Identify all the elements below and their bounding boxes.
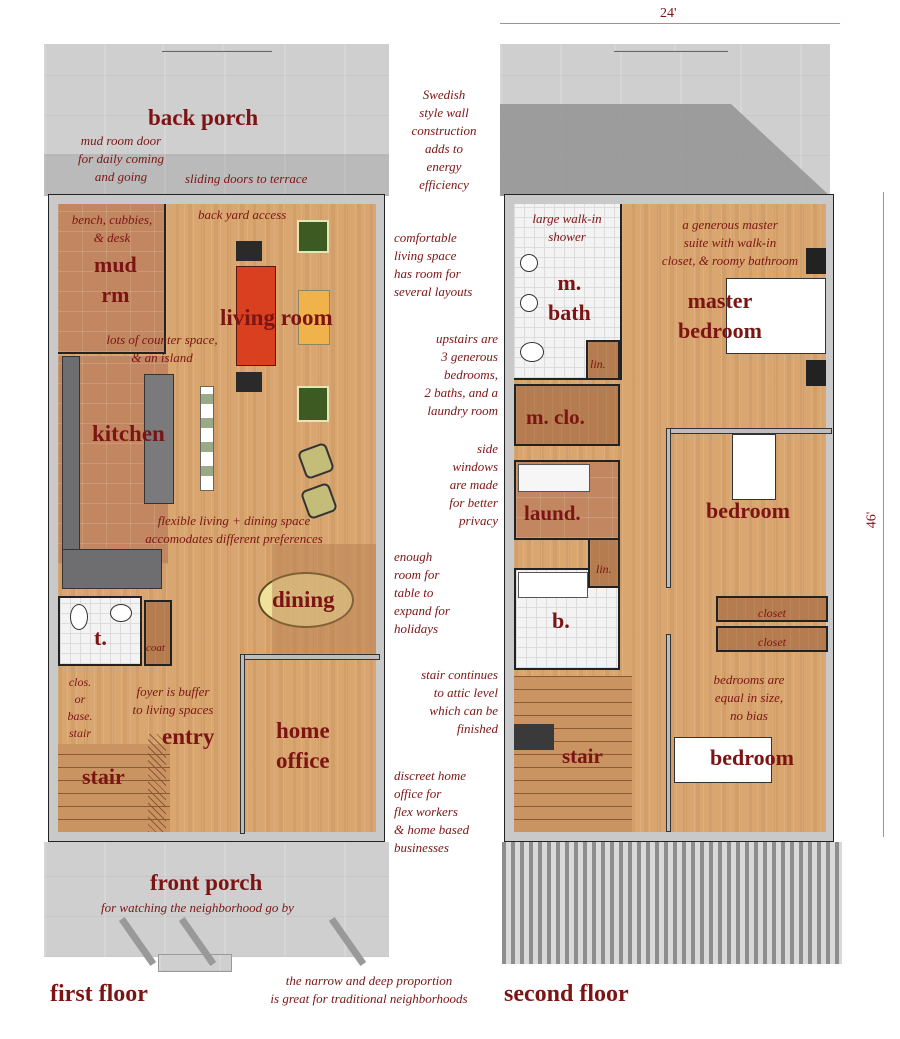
sink-fixture [110, 604, 132, 622]
kitchen-counter-bottom [62, 549, 162, 589]
back-yard-note: back yard access [198, 207, 287, 222]
stair-label-second: stair [562, 744, 603, 768]
enough-room-note: enough room for table to expand for holi… [394, 549, 450, 636]
toilet-label: t. [94, 625, 107, 650]
front-porch-label: front porch [150, 870, 263, 895]
back-porch-label: back porch [148, 105, 259, 130]
width-dimension-line [500, 23, 840, 24]
ottoman [298, 290, 330, 345]
master-bath-toilet [520, 342, 544, 362]
end-table-bottom [236, 372, 262, 392]
back-porch-step [162, 44, 272, 52]
master-bath-label: m. bath [548, 270, 591, 325]
laundry-label: laund. [524, 501, 581, 525]
kitchen-island [144, 374, 174, 504]
armchair-green-top [297, 220, 329, 253]
linen-mid-floor [588, 538, 620, 588]
width-dimension-label: 24' [660, 6, 677, 21]
back-porch-area [44, 44, 389, 196]
linen-top-label: lin. [590, 357, 606, 371]
master-closet-floor [514, 384, 620, 446]
counter-note: lots of counter space, & an island [106, 332, 218, 365]
coat-label: coat [146, 642, 165, 654]
toilet-fixture [70, 604, 88, 630]
dining-table [258, 572, 354, 628]
upper-stair-landing [514, 724, 554, 750]
coat-closet-floor [144, 600, 172, 666]
closet-1-floor [716, 596, 828, 622]
master-suite-note: a generous master suite with walk-in clo… [661, 217, 799, 268]
swedish-note: Swedish style wall construction adds to … [411, 87, 477, 192]
side-windows-note: side windows are made for better privacy [449, 441, 498, 528]
armchair-green-bottom [297, 386, 329, 422]
home-office-wall-top [240, 654, 380, 660]
bedroom-upper-wall-left [666, 428, 671, 588]
mud-door-note: mud room door for daily coming and going [78, 133, 164, 184]
foyer-note: foyer is buffer to living spaces [132, 684, 214, 717]
washer-dryer [518, 464, 590, 492]
mud-room-label: mud rm [94, 252, 137, 307]
bedroom-upper-label: bedroom [706, 498, 790, 523]
mud-room-floor [58, 204, 166, 354]
end-table-top [236, 241, 262, 261]
equal-bedrooms-note: bedrooms are equal in size, no bias [713, 672, 785, 723]
stair-continues-note: stair continues to attic level which can… [421, 667, 498, 736]
front-porch-step [158, 954, 232, 972]
depth-dimension-line [883, 192, 884, 837]
bench-note: bench, cubbies, & desk [71, 212, 153, 245]
front-porch-area [44, 842, 389, 957]
stair-railing [148, 734, 166, 832]
linen-mid-label: lin. [596, 562, 612, 576]
master-bed [726, 278, 826, 354]
master-closet-label: m. clo. [526, 405, 585, 429]
closet-1-label: closet [758, 606, 786, 620]
second-floor-plan [500, 44, 845, 969]
discreet-office-note: discreet home office for flex workers & … [394, 768, 470, 855]
kitchen-counter-side [62, 356, 80, 566]
front-porch-note: for watching the neighborhood go by [101, 900, 294, 915]
closet-2-floor [716, 626, 828, 652]
linen-top-floor [586, 340, 620, 380]
stair-label-first: stair [82, 764, 125, 789]
closet-label: clos. or base. stair [67, 675, 93, 740]
home-office-label: home office [276, 718, 330, 773]
closet-2-label: closet [758, 635, 786, 649]
flexible-note: flexible living + dining space accomodat… [145, 513, 323, 546]
first-floor-title: first floor [50, 981, 148, 1007]
first-floor-plan [44, 44, 389, 974]
bed-upper [732, 434, 776, 500]
sliding-doors-note: sliding doors to terrace [185, 171, 308, 186]
master-bedroom-label: master bedroom [678, 288, 762, 343]
dining-rug [272, 544, 376, 654]
bedroom-lower-label: bedroom [710, 745, 794, 770]
sofa [236, 266, 276, 366]
roof-back-step [614, 44, 728, 52]
upper-stair-treads [514, 676, 632, 832]
home-office-wall-left [240, 654, 245, 834]
master-bath-sink-2 [520, 294, 538, 312]
nightstand-1 [806, 248, 826, 274]
bed-lower [674, 737, 772, 783]
shower-note: large walk-in shower [532, 211, 602, 244]
bar-stools [200, 386, 214, 491]
proportion-note: the narrow and deep proportion is great … [270, 973, 468, 1006]
bedroom-lower-wall-left [666, 634, 671, 832]
front-roof-area [502, 842, 842, 964]
roof-shadow [44, 154, 389, 196]
upstairs-note: upstairs are 3 generous bedrooms, 2 bath… [424, 331, 498, 418]
master-bath-sink-1 [520, 254, 538, 272]
dining-label: dining [272, 587, 335, 612]
bath-label: b. [552, 608, 570, 633]
nightstand-2 [806, 360, 826, 386]
depth-dimension-label: 46' [864, 511, 880, 529]
bathtub [518, 572, 588, 598]
living-room-label: living room [220, 305, 333, 330]
comfortable-note: comfortable living space has room for se… [394, 230, 473, 299]
second-floor-title: second floor [504, 981, 629, 1007]
kitchen-label: kitchen [92, 421, 165, 446]
entry-label: entry [162, 724, 215, 749]
